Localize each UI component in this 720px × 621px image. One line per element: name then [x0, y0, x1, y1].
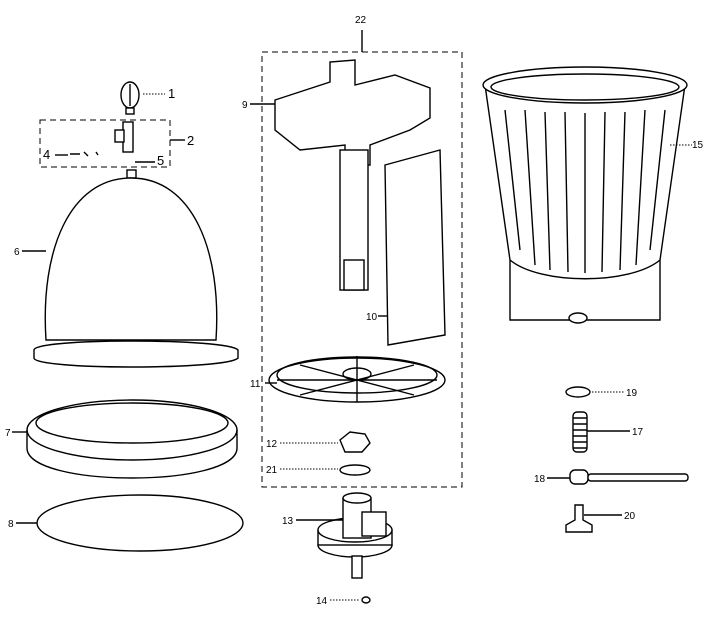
part-drain-washer [565, 386, 591, 398]
callout-5: 5 [157, 153, 164, 168]
part-gauge [120, 81, 165, 115]
callout-13: 13 [282, 516, 294, 527]
part-drain-plug [565, 504, 593, 533]
callout-17: 17 [632, 427, 644, 438]
part-grid-support [268, 356, 446, 403]
callout-22: 22 [355, 15, 367, 26]
callout-20: 20 [624, 511, 636, 522]
callout-15: 15 [692, 140, 704, 151]
callout-14: 14 [316, 596, 328, 607]
part-dome [33, 169, 239, 368]
callout-10: 10 [366, 312, 378, 323]
callout-8: 8 [8, 519, 14, 530]
callout-9: 9 [242, 100, 248, 111]
callout-19: 19 [626, 388, 638, 399]
callout-6: 6 [14, 247, 20, 258]
part-gasket [36, 494, 244, 552]
part-tank [482, 66, 688, 324]
part-manifold [274, 59, 431, 291]
callout-1: 1 [168, 86, 175, 101]
callout-11: 11 [250, 379, 261, 390]
callout-12: 12 [266, 439, 278, 450]
assembly-box-2 [39, 119, 171, 168]
part-washer [361, 596, 371, 604]
part-bulkhead [317, 492, 393, 579]
part-grid [384, 149, 446, 346]
part-drain-handle [569, 469, 689, 485]
callout-7: 7 [5, 428, 11, 439]
part-valve [70, 121, 134, 157]
callout-18: 18 [534, 474, 546, 485]
part-clamp-ring [26, 399, 238, 479]
part-diffuser [339, 431, 371, 453]
part-o-ring [339, 464, 371, 476]
part-spring [572, 411, 588, 453]
callout-21: 21 [266, 465, 278, 476]
callout-4: 4 [43, 147, 50, 162]
callout-2: 2 [187, 133, 194, 148]
